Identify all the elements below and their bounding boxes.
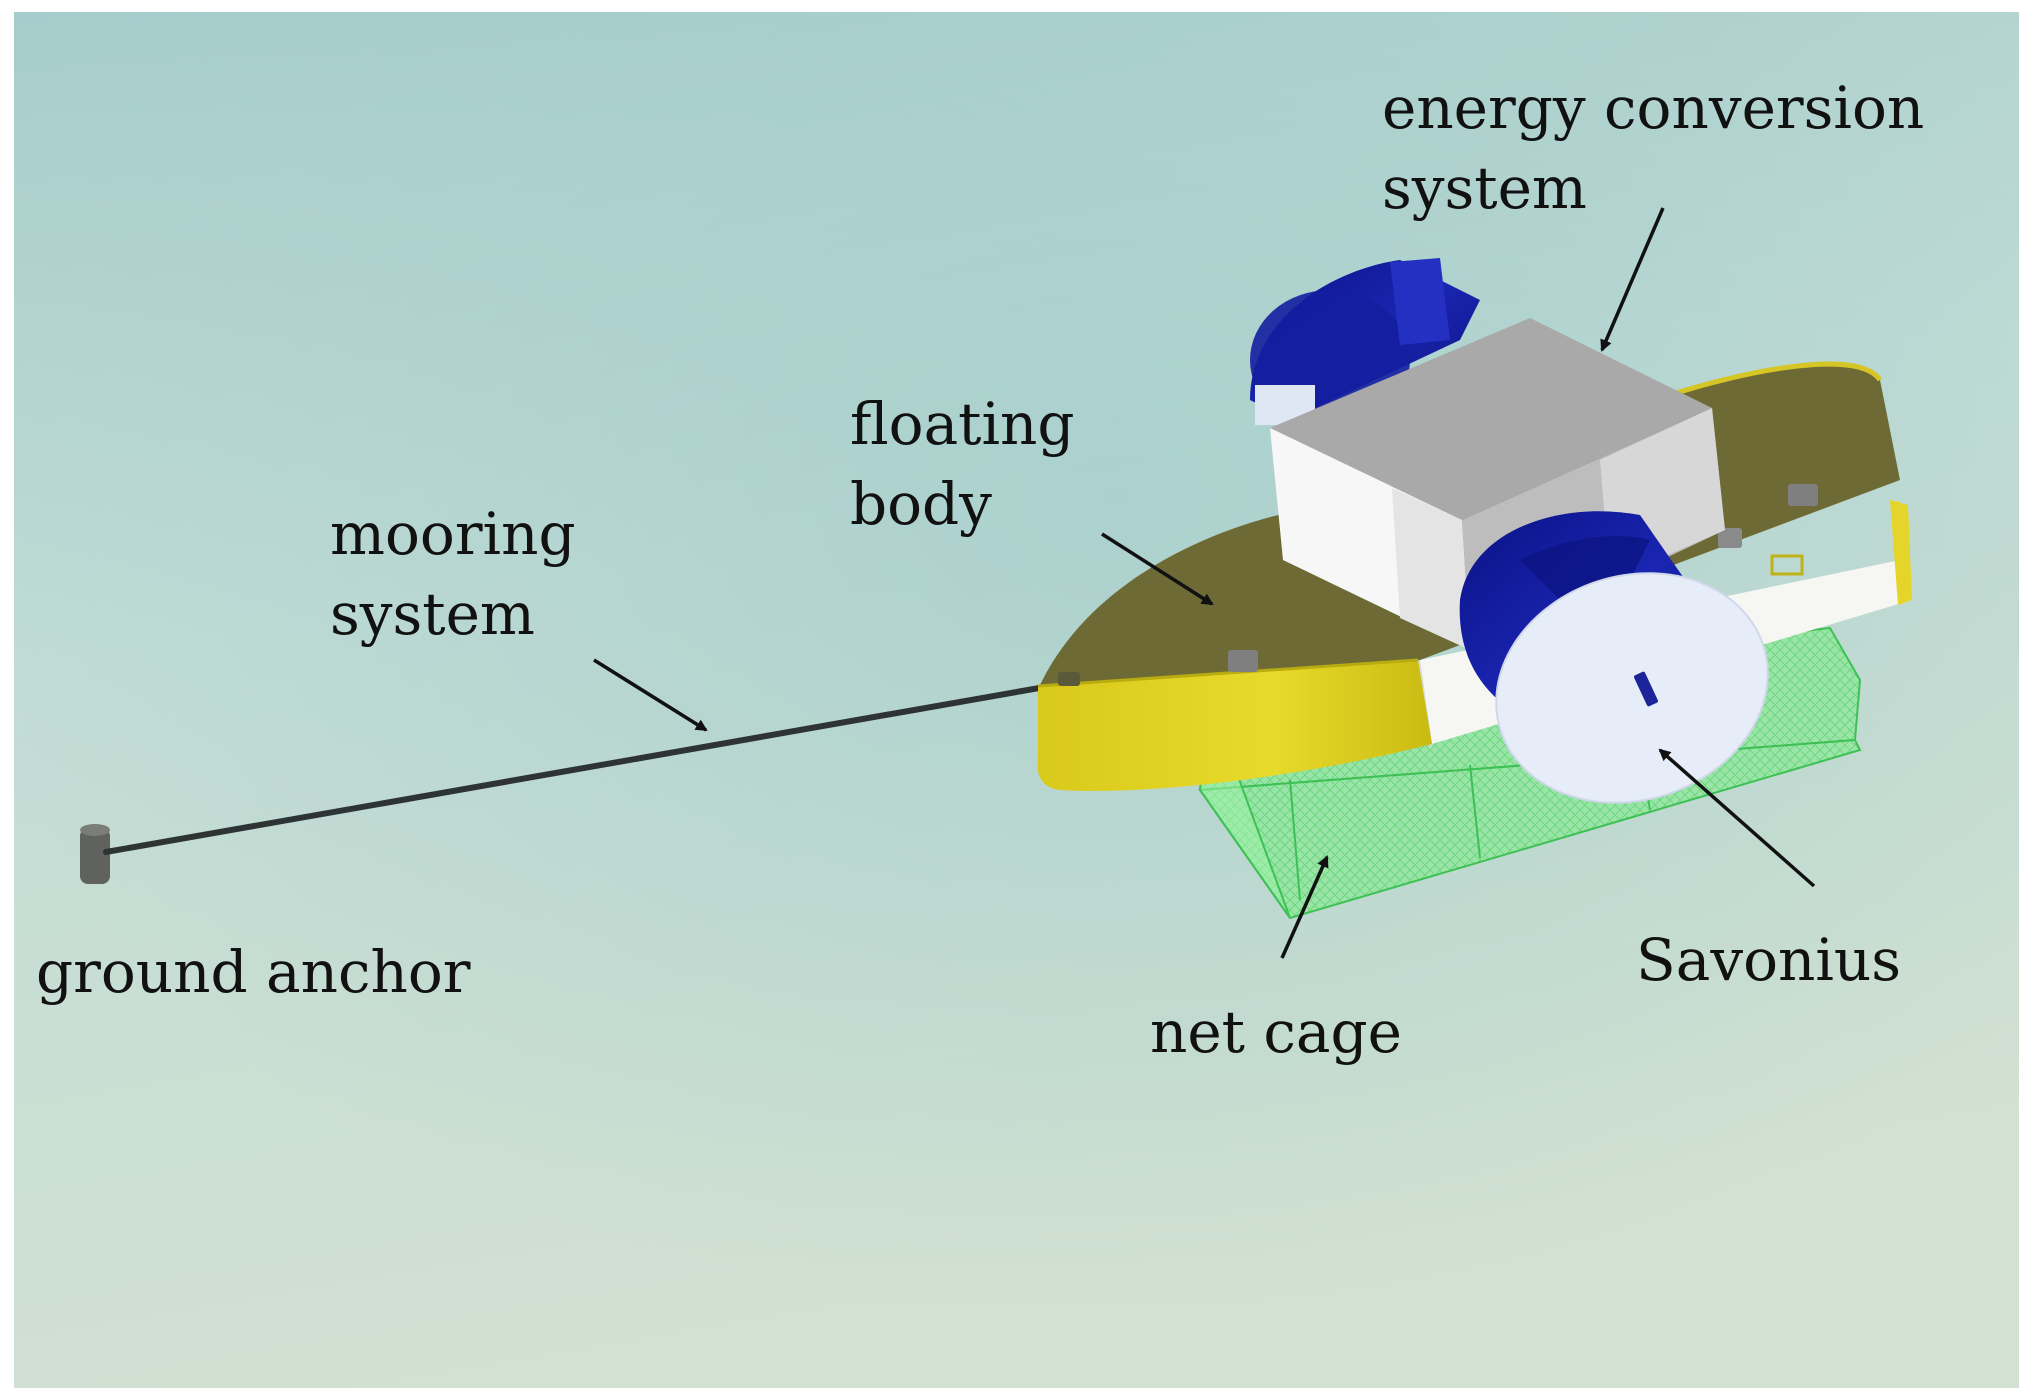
deck-bollard — [1718, 528, 1742, 548]
label-mooring-line1: mooring — [330, 500, 576, 568]
label-net-cage: net cage — [1150, 998, 1402, 1066]
label-energy-conversion-line1: energy conversion — [1382, 74, 1924, 142]
annotation-arrows — [593, 207, 1816, 959]
mooring-line — [103, 681, 1065, 855]
label-mooring-line2: system — [330, 580, 535, 648]
arrow-net-cage — [1280, 855, 1329, 959]
deck-bollard — [1228, 650, 1258, 672]
ground-anchor — [80, 824, 110, 884]
label-energy-conversion-line2: system — [1382, 154, 1587, 222]
hull-hatch — [1770, 554, 1804, 576]
arrow-energy-conversion — [1600, 207, 1665, 352]
deck-bollard — [1058, 672, 1080, 686]
arrow-mooring — [593, 658, 708, 732]
label-ground-anchor: ground anchor — [36, 938, 471, 1006]
arrow-floating-body — [1101, 532, 1214, 606]
label-floating-body-line1: floating — [850, 390, 1075, 458]
savonius-endplate — [1495, 572, 1769, 804]
arrow-savonius — [1658, 748, 1816, 888]
savonius-rotor — [1459, 511, 1769, 804]
deck-bollard — [1788, 484, 1818, 506]
labels: energy conversion system floating body m… — [36, 74, 1924, 1066]
label-floating-body-line2: body — [850, 470, 992, 538]
label-savonius: Savonius — [1636, 926, 1901, 994]
savonius-shaft — [1634, 671, 1658, 707]
